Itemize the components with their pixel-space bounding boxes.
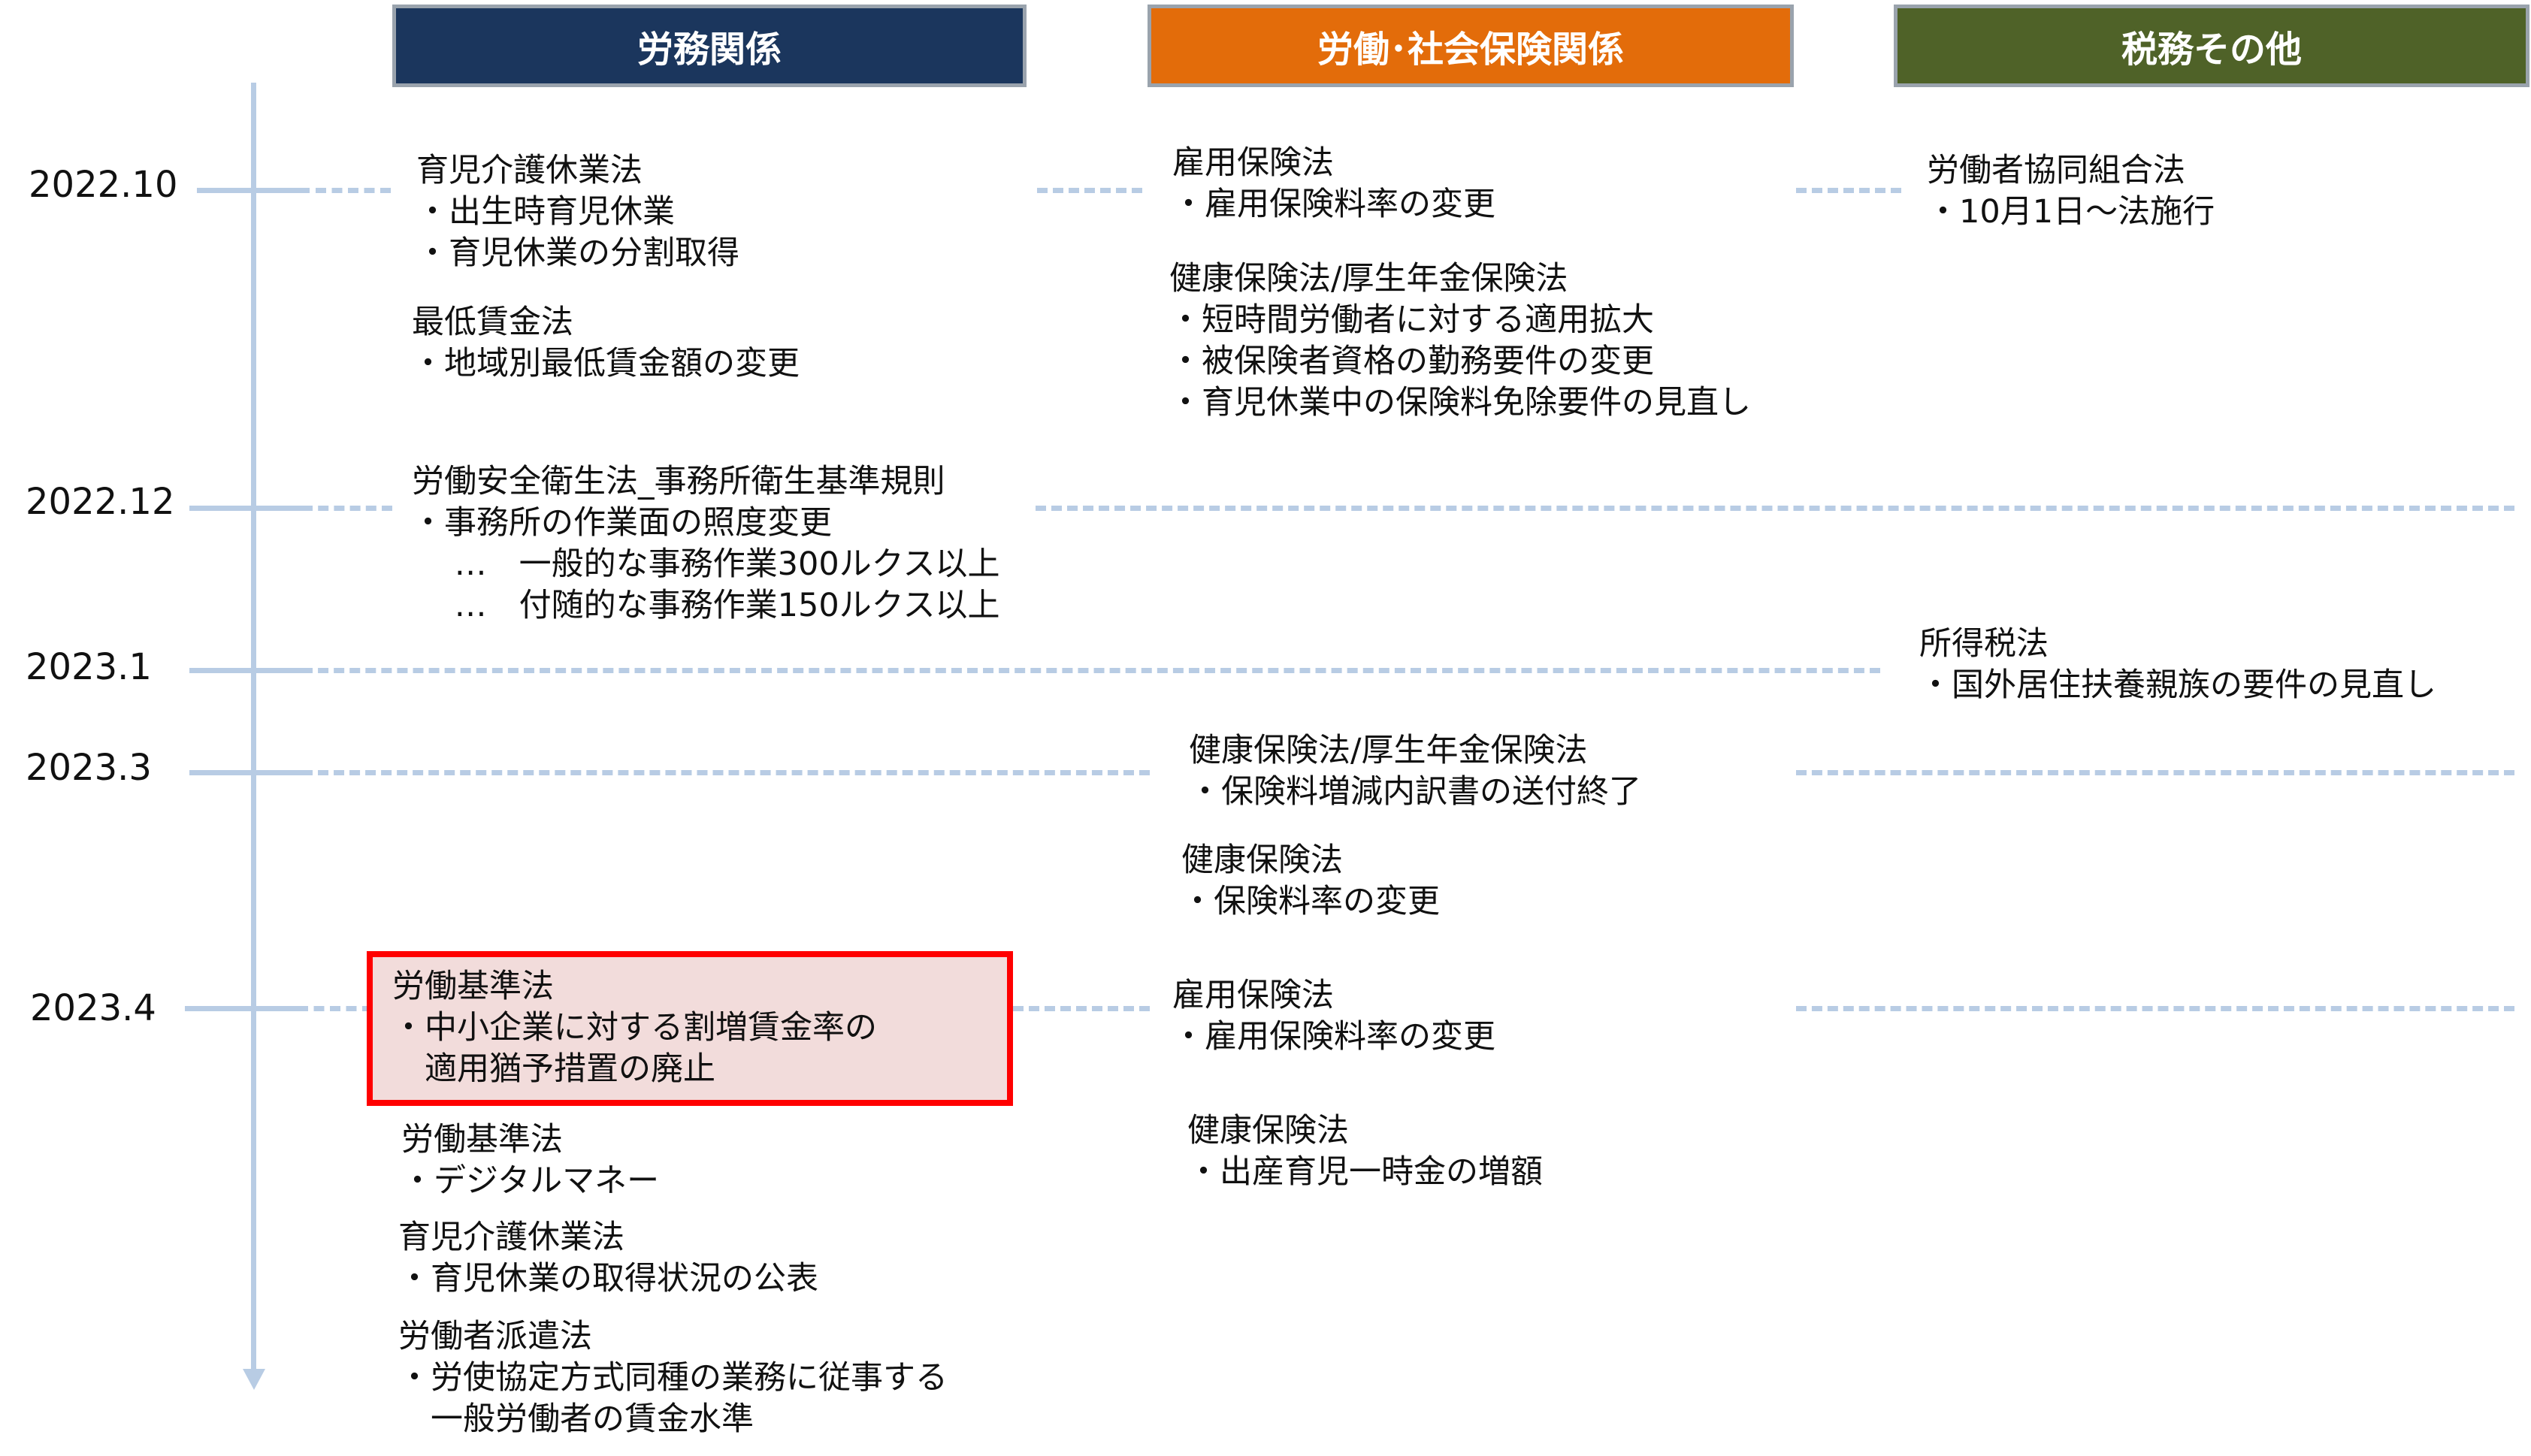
social-insurance-entry: 健康保険法/厚生年金保険法 ・短時間労働者に対する適用拡大 ・被保険者資格の勤務… [1169, 258, 1751, 424]
entry-line: ・雇用保険料率の変更 [1172, 186, 1495, 223]
labor-entry: 最低賃金法 ・地域別最低賃金額の変更 [412, 302, 800, 385]
entry-line: ・デジタルマネー [401, 1162, 660, 1200]
tax-entry: 労働者協同組合法 ・10月1日～法施行 [1927, 150, 2215, 233]
entry-line: ・育児休業の取得状況の公表 [398, 1260, 818, 1297]
entry-title: 雇用保険法 [1172, 977, 1334, 1014]
entry-line: ・雇用保険料率の変更 [1172, 1018, 1495, 1056]
date-label-2023-4: 2023.4 [30, 987, 156, 1029]
entry-title: 健康保険法 [1181, 841, 1343, 879]
entry-line: ・事務所の作業面の照度変更 [412, 504, 832, 542]
labor-entry: 労働者派遣法 ・労使協定方式同種の業務に従事する 一般労働者の賃金水準 [398, 1316, 948, 1440]
entry-title: 労働安全衛生法_事務所衛生基準規則 [412, 463, 945, 500]
entry-line: ・短時間労働者に対する適用拡大 [1169, 301, 1654, 339]
entry-title: 健康保険法/厚生年金保険法 [1169, 260, 1568, 298]
entry-line: … 一般的な事務作業300ルクス以上 [412, 545, 1000, 583]
entry-line: ・出産育児一時金の増額 [1187, 1153, 1543, 1191]
date-label-2022-10: 2022.10 [29, 164, 178, 206]
entry-line: ・保険料率の変更 [1181, 883, 1440, 920]
entry-line: … 付随的な事務作業150ルクス以上 [412, 587, 1000, 624]
entry-title: 労働基準法 [392, 968, 554, 1005]
entry-title: 雇用保険法 [1172, 144, 1334, 182]
entry-line: 一般労働者の賃金水準 [398, 1400, 754, 1438]
entry-title: 労働基準法 [401, 1121, 563, 1158]
entry-title: 健康保険法/厚生年金保険法 [1189, 732, 1588, 769]
entry-line: 適用猶予措置の廃止 [392, 1050, 715, 1088]
social-insurance-entry: 雇用保険法 ・雇用保険料率の変更 [1172, 143, 1495, 225]
entry-line: ・出生時育児休業 [416, 193, 675, 231]
entry-title: 労働者協同組合法 [1927, 152, 2185, 189]
social-insurance-entry: 健康保険法 ・出産育児一時金の増額 [1187, 1110, 1543, 1193]
social-insurance-entry: 雇用保険法 ・雇用保険料率の変更 [1172, 975, 1495, 1058]
entry-line: ・育児休業中の保険料免除要件の見直し [1169, 384, 1751, 421]
entry-line: ・保険料増減内訳書の送付終了 [1189, 773, 1641, 811]
entry-line: ・育児休業の分割取得 [416, 234, 739, 272]
tax-entry: 所得税法 ・国外居住扶養親族の要件の見直し [1919, 624, 2436, 706]
entry-title: 健康保険法 [1187, 1112, 1349, 1149]
labor-entry: 労働基準法 ・デジタルマネー [401, 1119, 659, 1202]
entry-line: ・国外居住扶養親族の要件の見直し [1919, 666, 2436, 704]
entry-title: 育児介護休業法 [398, 1219, 624, 1256]
labor-entry: 育児介護休業法 ・育児休業の取得状況の公表 [398, 1217, 818, 1300]
entry-title: 労働者派遣法 [398, 1318, 592, 1355]
social-insurance-entry: 健康保険法/厚生年金保険法 ・保険料増減内訳書の送付終了 [1189, 730, 1641, 813]
entry-title: 最低賃金法 [412, 304, 573, 341]
entry-line: ・中小企業に対する割増賃金率の [392, 1009, 877, 1047]
date-label-2022-12: 2022.12 [26, 481, 175, 523]
labor-entry: 育児介護休業法 ・出生時育児休業 ・育児休業の分割取得 [416, 150, 739, 274]
date-label-2023-3: 2023.3 [26, 747, 152, 789]
header-social-insurance: 労働･社会保険関係 [1148, 5, 1794, 87]
social-insurance-entry: 健康保険法 ・保険料率の変更 [1181, 840, 1440, 923]
entry-line: ・被保険者資格の勤務要件の変更 [1169, 343, 1654, 380]
timeline-arrow-icon [243, 1369, 265, 1390]
labor-entry-highlighted: 労働基準法 ・中小企業に対する割増賃金率の 適用猶予措置の廃止 [392, 966, 877, 1090]
entry-title: 育児介護休業法 [416, 152, 643, 189]
entry-line: ・労使協定方式同種の業務に従事する [398, 1359, 948, 1397]
labor-entry: 労働安全衛生法_事務所衛生基準規則 ・事務所の作業面の照度変更 … 一般的な事務… [412, 461, 999, 627]
highlight-box [367, 951, 1013, 1106]
date-label-2023-1: 2023.1 [26, 646, 152, 688]
header-tax: 税務その他 [1894, 5, 2529, 87]
entry-line: ・地域別最低賃金額の変更 [412, 345, 800, 382]
timeline-axis [251, 83, 256, 1369]
header-labor: 労務関係 [392, 5, 1027, 87]
entry-title: 所得税法 [1919, 625, 2049, 663]
entry-line: ・10月1日～法施行 [1927, 193, 2215, 231]
